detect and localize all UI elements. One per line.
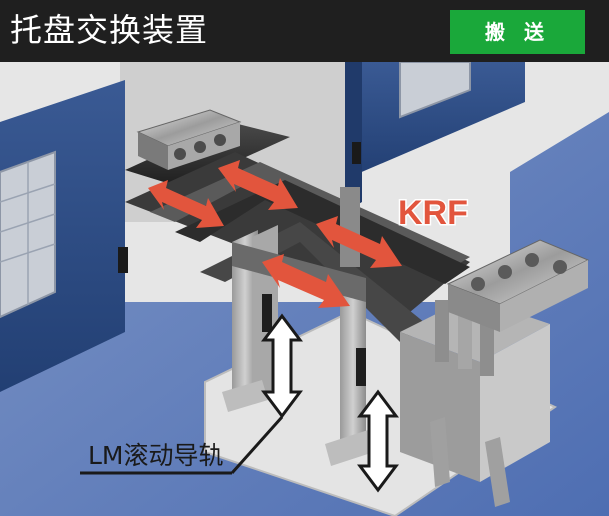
- lm-guide-label: LM滚动导轨: [88, 441, 224, 470]
- pallet-exchanger-illustration: KRF LM滚动导轨: [0, 62, 609, 516]
- right-pallet: [446, 239, 590, 332]
- krf-label: KRF: [398, 194, 468, 232]
- page-title: 托盘交换装置: [10, 11, 209, 49]
- double-arrow-horizontal-icon: [218, 160, 298, 210]
- lm-guide-callout: LM滚动导轨: [80, 416, 284, 475]
- right-machine-door: [345, 62, 525, 212]
- left-pallet: [125, 109, 290, 187]
- double-arrow-horizontal-icon: [316, 216, 402, 268]
- double-arrow-vertical-icon: [261, 313, 303, 419]
- left-machine-door: [0, 80, 128, 392]
- double-arrow-vertical-icon: [357, 389, 399, 493]
- double-arrow-horizontal-icon: [262, 254, 350, 308]
- category-badge: 搬 送: [450, 10, 585, 54]
- header-bar: 托盘交换装置 搬 送: [0, 0, 609, 62]
- double-arrow-horizontal-icon: [148, 180, 224, 228]
